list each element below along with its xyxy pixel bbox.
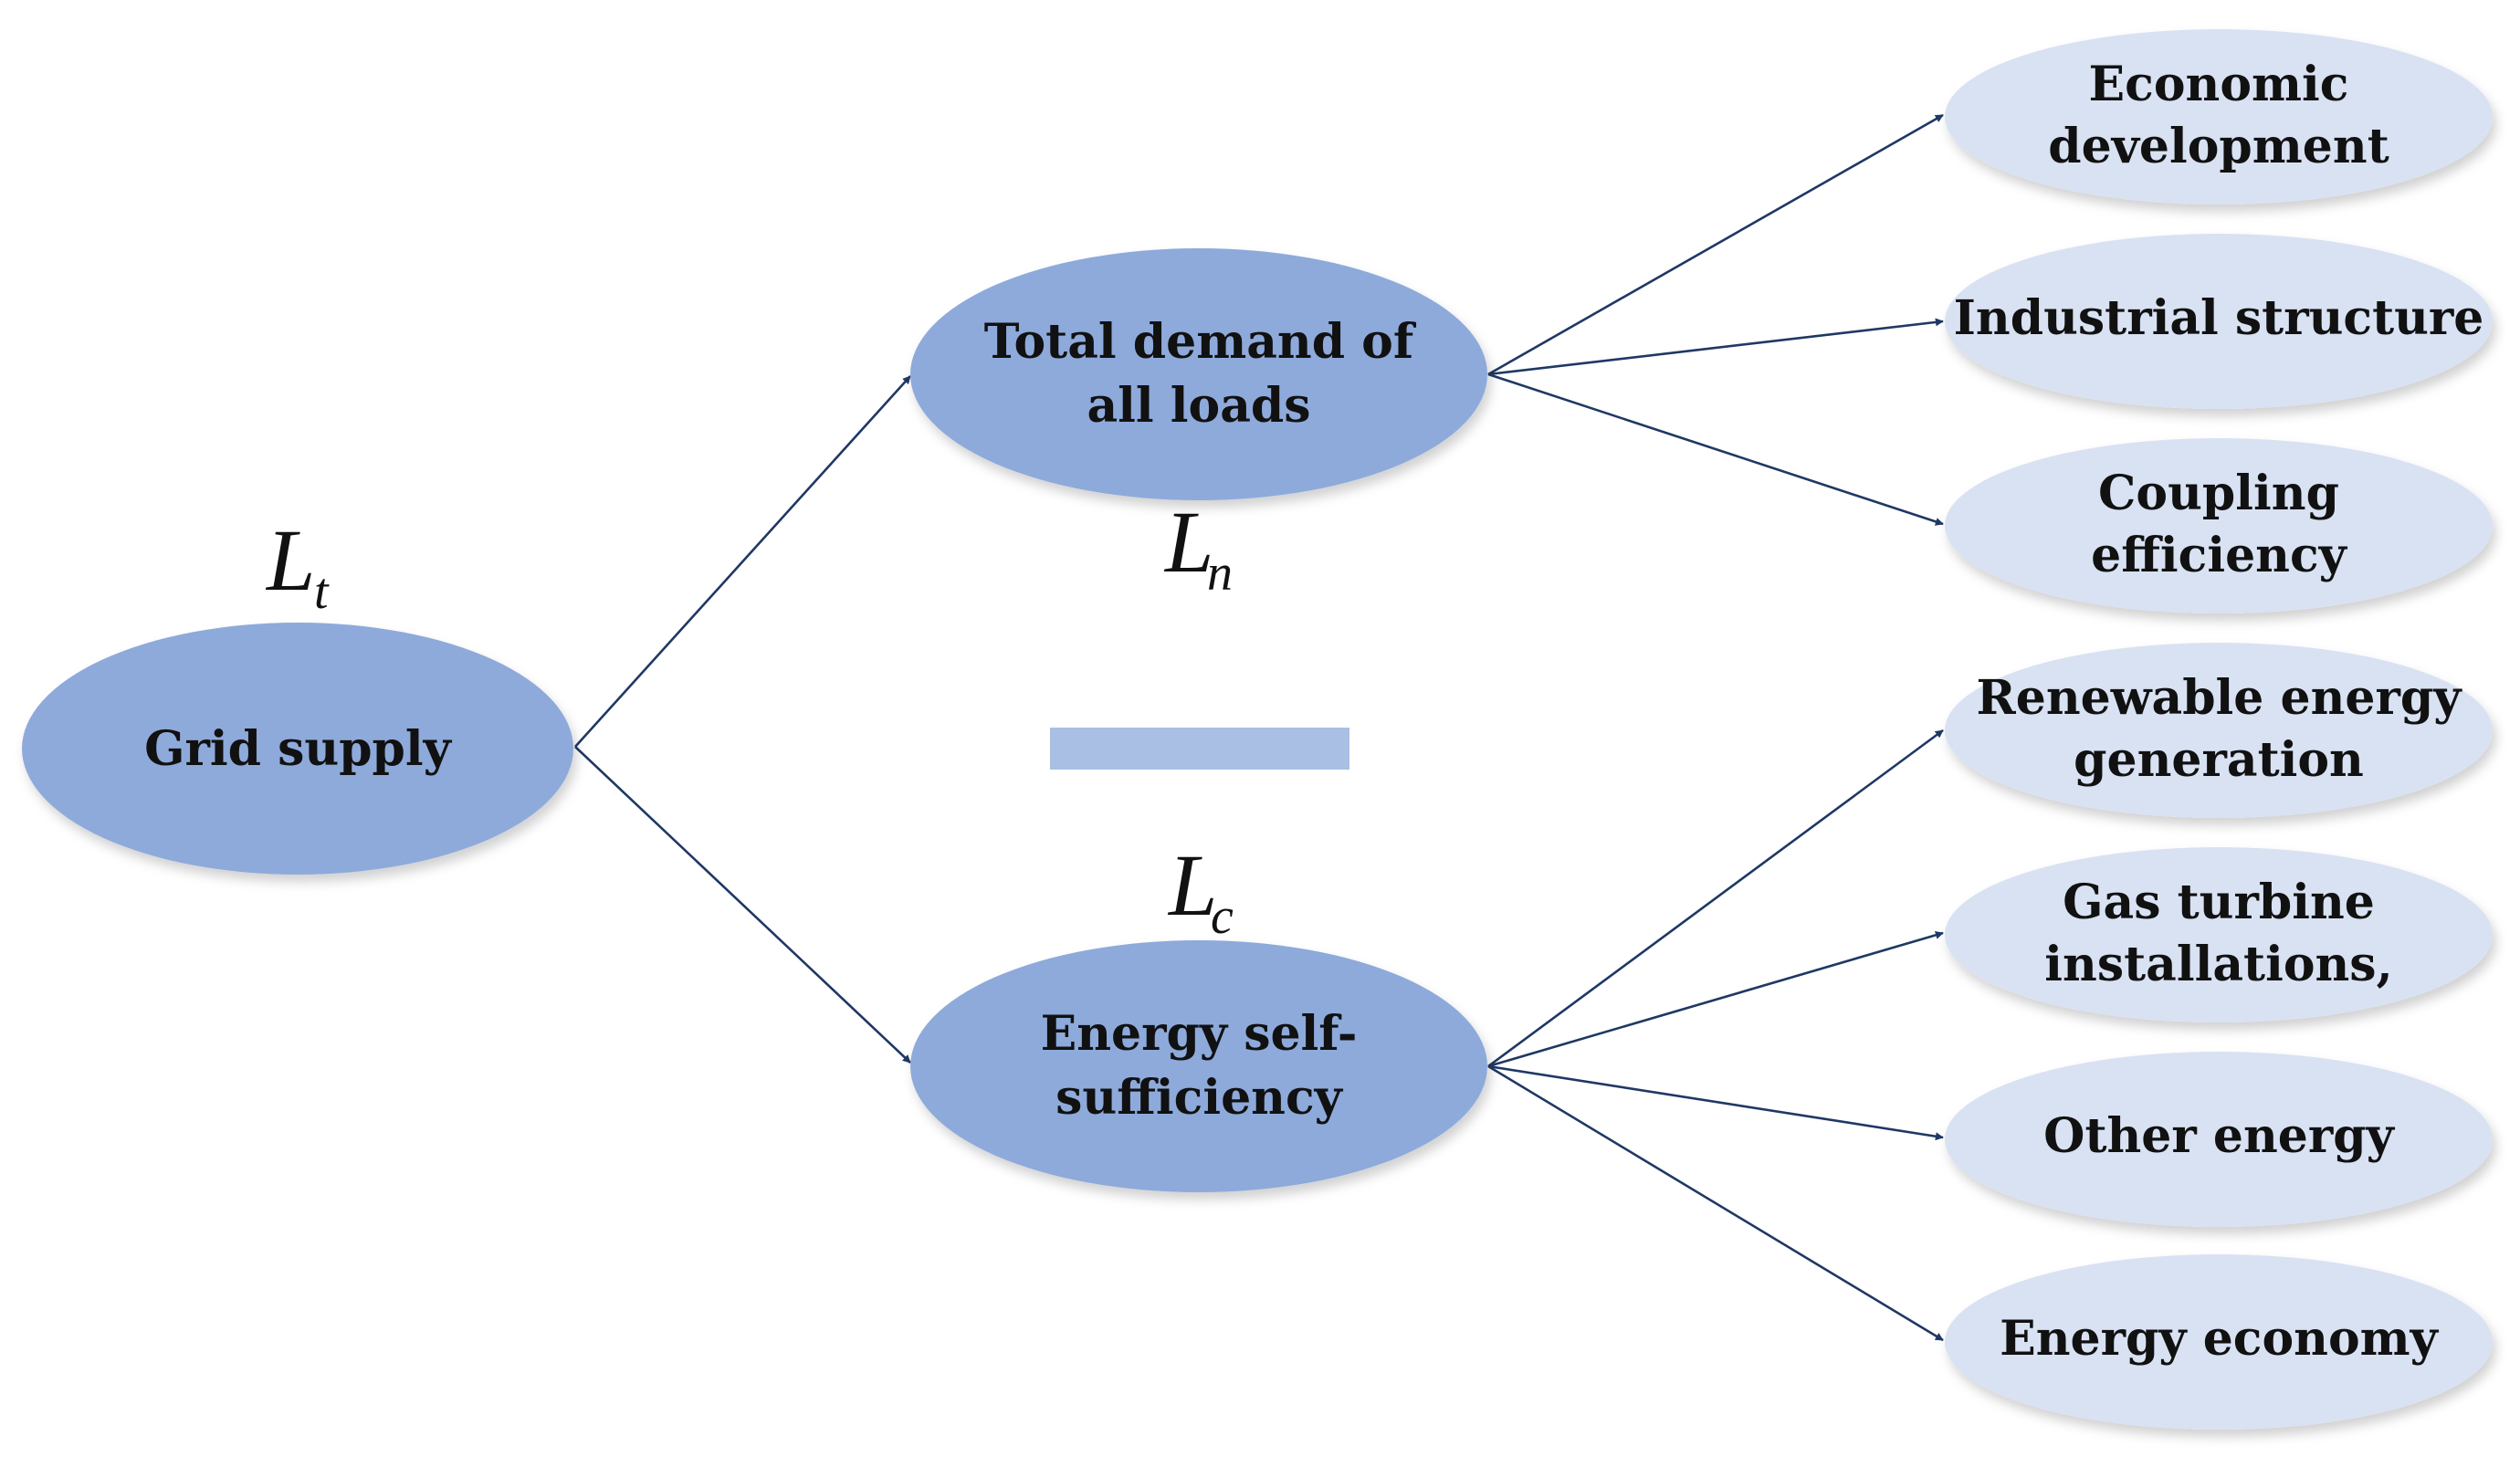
leaf-industrial-structure: Industrial structure (1945, 234, 2493, 409)
leaf-label: Other energy (2043, 1108, 2395, 1164)
leaf-label: Economic (2089, 57, 2349, 112)
node-label: Total demand of (984, 314, 1417, 370)
node-grid-supply: Grid supply (22, 623, 573, 875)
symbol-letter: L (1167, 836, 1217, 934)
node-label: Grid supply (144, 721, 453, 777)
leaf-label: development (2048, 119, 2389, 174)
edge-grid-to-demand (574, 375, 911, 748)
leaf-other-energy: Other energy (1945, 1052, 2493, 1227)
node-ellipse (910, 248, 1487, 500)
symbol-subscript: t (314, 563, 330, 620)
symbol-subscript: c (1211, 888, 1234, 945)
edge-supply-to-factor (1487, 1064, 1944, 1342)
leaf-label: Renewable energy (1977, 670, 2463, 726)
leaf-energy-economy: Energy economy (1945, 1254, 2493, 1430)
leaf-ellipse (1945, 234, 2493, 409)
edge-supply-to-factor (1487, 728, 1944, 1068)
edge-supply-to-factor (1487, 1064, 1944, 1141)
leaf-label: Coupling (2098, 466, 2339, 521)
node-total-demand: Total demand of all loads (910, 248, 1487, 500)
node-label: sufficiency (1055, 1070, 1343, 1126)
node-self-sufficiency: Energy self- sufficiency (910, 940, 1487, 1192)
leaf-gas-turbine-installations: Gas turbine installations, (1945, 847, 2493, 1022)
leaf-label: Energy economy (2000, 1311, 2440, 1367)
leaf-ellipse (1945, 1052, 2493, 1227)
leaf-ellipse (1945, 643, 2493, 818)
edge-grid-to-self-sufficiency (574, 746, 911, 1064)
leaf-label: generation (2074, 732, 2364, 788)
leaf-coupling-efficiency: Coupling efficiency (1945, 438, 2493, 613)
node-label: Energy self- (1041, 1006, 1358, 1062)
leaf-ellipse (1945, 847, 2493, 1022)
symbol-ln: L n (1163, 493, 1233, 602)
node-ellipse (910, 940, 1487, 1192)
edge-demand-to-factor (1487, 318, 1944, 376)
leaf-label: Gas turbine (2063, 875, 2375, 930)
node-ellipse (22, 623, 573, 875)
minus-operator-bar (1050, 728, 1349, 770)
edge-demand-to-factor (1487, 372, 1944, 526)
symbol-letter: L (1163, 493, 1213, 591)
node-label: all loads (1087, 378, 1310, 434)
symbol-letter: L (265, 511, 315, 609)
leaf-label: installations, (2044, 937, 2392, 992)
leaf-label: efficiency (2091, 528, 2347, 583)
leaf-label: Industrial structure (1954, 290, 2484, 346)
leaf-ellipse (1945, 438, 2493, 613)
symbol-subscript: n (1207, 545, 1233, 602)
symbol-lc: L c (1167, 836, 1234, 945)
leaf-economic-development: Economic development (1945, 29, 2493, 204)
edges (574, 113, 1944, 1342)
edge-supply-to-factor (1487, 930, 1944, 1068)
leaf-ellipse (1945, 29, 2493, 204)
leaf-renewable-energy-generation: Renewable energy generation (1945, 643, 2493, 818)
leaf-ellipse (1945, 1254, 2493, 1430)
edge-demand-to-factor (1487, 113, 1944, 376)
symbol-lt: L t (265, 511, 330, 620)
